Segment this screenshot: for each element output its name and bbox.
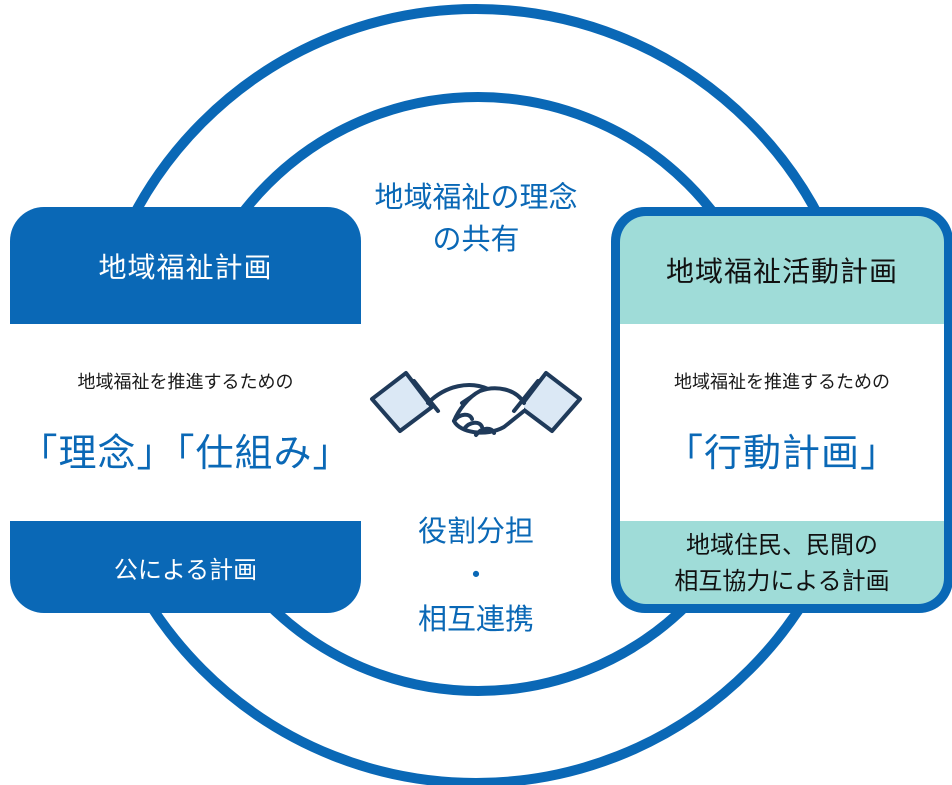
regional-welfare-plan-card: 地域福祉計画 地域福祉を推進するための 「理念」「仕組み」 公による計画 [10, 207, 361, 613]
right-card-title: 地域福祉活動計画 [665, 255, 898, 288]
left-card-footer: 公による計画 [113, 555, 258, 584]
finger-1 [452, 412, 474, 423]
left-cuff [412, 379, 440, 413]
regional-welfare-activity-plan-card: 地域福祉活動計画 地域福祉を推進するための 「行動計画」 地域住民、民間の 相互… [611, 207, 952, 613]
left-card-highlight: 「理念」「仕組み」 [19, 431, 352, 475]
finger-2 [462, 420, 484, 431]
handshake-icon [370, 371, 582, 437]
right-card-lead: 地域福祉を推進するための [674, 372, 890, 393]
right-card-footer-line-2: 相互協力による計画 [674, 566, 890, 595]
roles-dot: ・ [461, 558, 491, 592]
right-card-body: 地域福祉を推進するための 「行動計画」 [620, 324, 944, 521]
shared-line-1: 地域福祉の理念 [374, 180, 578, 214]
right-sleeve [518, 371, 582, 433]
finger-3 [474, 426, 496, 437]
shared-philosophy-label: 地域福祉の理念 の共有 [345, 176, 607, 260]
roles-line-1: 役割分担 [417, 514, 534, 548]
left-sleeve [370, 371, 434, 433]
right-card-footer: 地域住民、民間の 相互協力による計画 [620, 521, 944, 604]
right-card-highlight: 「行動計画」 [664, 431, 899, 475]
roles-label: 役割分担 ・ 相互連携 [375, 509, 577, 641]
left-card-body: 地域福祉を推進するための 「理念」「仕組み」 [10, 324, 361, 521]
left-card-lead: 地域福祉を推進するための [77, 372, 294, 393]
roles-line-2: 相互連携 [417, 602, 534, 636]
shared-line-2: の共有 [432, 222, 520, 256]
right-cuff [512, 379, 540, 413]
right-card-inner: 地域福祉活動計画 地域福祉を推進するための 「行動計画」 地域住民、民間の 相互… [620, 216, 944, 604]
left-card-title: 地域福祉計画 [98, 250, 273, 284]
right-card-footer-line-1: 地域住民、民間の [686, 530, 878, 559]
